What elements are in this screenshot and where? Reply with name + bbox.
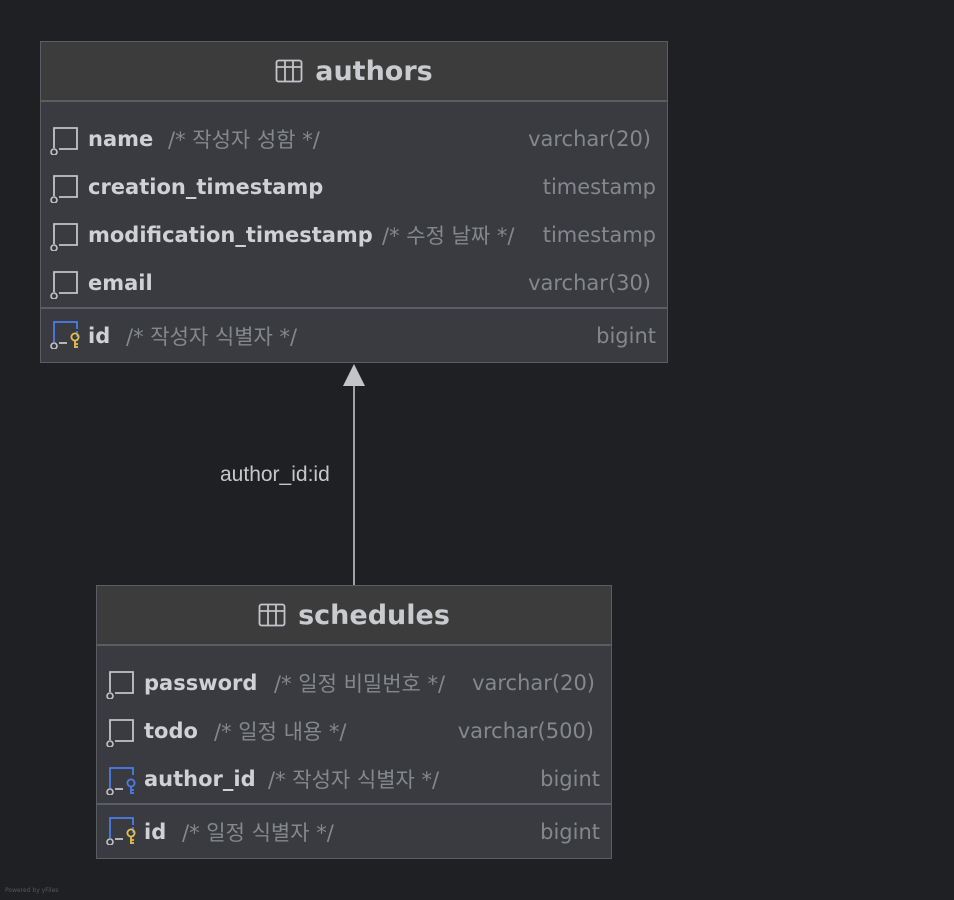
- column-name: password: [144, 671, 258, 695]
- column-name: todo: [144, 719, 198, 743]
- column-type: bigint: [540, 767, 600, 791]
- column-comment: /* 작성자 성함 */: [168, 128, 320, 152]
- column-row-email[interactable]: email varchar(30): [41, 259, 667, 307]
- column-type: varchar(500): [457, 719, 594, 743]
- column-name: name: [88, 127, 154, 151]
- column-icon: [50, 125, 82, 155]
- foreign-key-icon: [106, 765, 138, 795]
- schedules-table-header[interactable]: schedules: [97, 586, 611, 646]
- column-comment: /* 수정 날짜 */: [382, 224, 515, 248]
- table-title: authors: [315, 55, 433, 87]
- column-row-id[interactable]: id /* 일정 식별자 */ bigint: [97, 803, 611, 859]
- column-comment: /* 일정 식별자 */: [182, 821, 334, 845]
- primary-key-icon: [106, 815, 138, 845]
- column-type: varchar(20): [472, 671, 595, 695]
- column-row-password[interactable]: password /* 일정 비밀번호 */ varchar(20): [97, 659, 611, 707]
- column-row-name[interactable]: name /* 작성자 성함 */ varchar(20): [41, 115, 667, 163]
- column-row-id[interactable]: id /* 작성자 식별자 */ bigint: [41, 307, 667, 363]
- column-name: email: [88, 271, 153, 295]
- column-comment: /* 작성자 식별자 */: [126, 325, 298, 349]
- primary-key-icon: [50, 319, 82, 349]
- column-type: timestamp: [542, 175, 656, 199]
- column-name: modification_timestamp: [88, 223, 373, 247]
- column-type: bigint: [596, 324, 656, 348]
- column-icon: [50, 269, 82, 299]
- column-icon: [50, 221, 82, 251]
- relation-label: author_id:id: [220, 463, 330, 486]
- table-icon: [258, 603, 286, 627]
- column-comment: /* 일정 내용 */: [214, 720, 347, 744]
- column-row-creation-timestamp[interactable]: creation_timestamp timestamp: [41, 163, 667, 211]
- column-row-todo[interactable]: todo /* 일정 내용 */ varchar(500): [97, 707, 611, 755]
- table-icon: [275, 59, 303, 83]
- column-type: timestamp: [542, 223, 656, 247]
- column-name: id: [144, 820, 167, 844]
- column-name: creation_timestamp: [88, 175, 324, 199]
- column-type: varchar(20): [528, 127, 651, 151]
- column-type: varchar(30): [528, 271, 651, 295]
- column-comment: /* 일정 비밀번호 */: [274, 672, 446, 696]
- schedules-table[interactable]: schedules password /* 일정 비밀번호 */ varchar…: [96, 585, 612, 859]
- column-name: id: [88, 324, 111, 348]
- column-name: author_id: [144, 767, 256, 791]
- authors-table[interactable]: authors name /* 작성자 성함 */ varchar(20) cr…: [40, 41, 668, 363]
- column-icon: [106, 669, 138, 699]
- column-row-author-id[interactable]: author_id /* 작성자 식별자 */ bigint: [97, 755, 611, 803]
- column-type: bigint: [540, 820, 600, 844]
- footer-credit: Powered by yFiles: [5, 887, 59, 894]
- table-title: schedules: [298, 599, 450, 631]
- column-icon: [106, 717, 138, 747]
- authors-table-header[interactable]: authors: [41, 42, 667, 102]
- column-comment: /* 작성자 식별자 */: [268, 768, 440, 792]
- column-row-modification-timestamp[interactable]: modification_timestamp /* 수정 날짜 */ times…: [41, 211, 667, 259]
- column-icon: [50, 173, 82, 203]
